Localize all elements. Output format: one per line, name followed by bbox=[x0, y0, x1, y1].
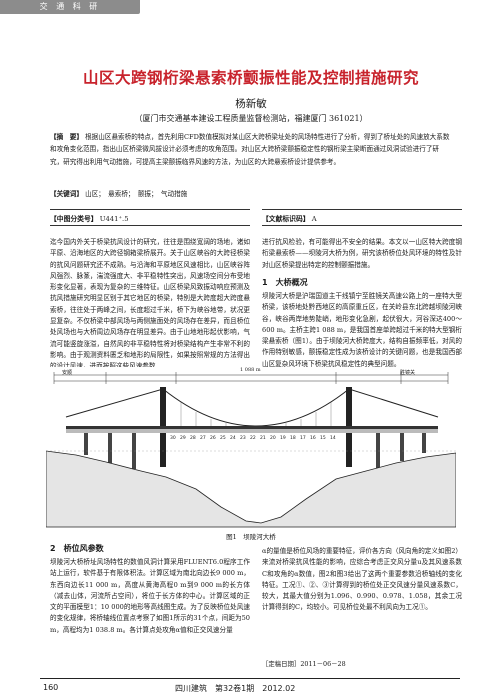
svg-text:25: 25 bbox=[220, 435, 226, 441]
page-number: 160 bbox=[43, 683, 59, 692]
abstract: 【摘 要】 根据山区悬索桥的特点，首先利用CFD数值模拟对某山区大跨桥梁址处的风… bbox=[50, 131, 452, 168]
body-left-para1: 迄今国内外关于桥梁抗风设计的研究，往往是围绕宽阔的场地，诸如平原、沿海地区的大跨… bbox=[50, 238, 250, 371]
divider bbox=[262, 225, 462, 226]
divider bbox=[262, 209, 462, 210]
figure-label-left: 安顺 bbox=[62, 370, 73, 376]
classification-left: 【中图分类号】 U441⁺.5 bbox=[50, 213, 129, 223]
svg-text:23: 23 bbox=[240, 435, 246, 441]
svg-text:29: 29 bbox=[180, 435, 186, 441]
svg-text:24: 24 bbox=[230, 435, 236, 441]
body-right-para2: 坝陵河大桥是沪瑞国道主干线镇宁至胜镜关高速公路上的一座特大型桥梁，该桥地处黔西地… bbox=[262, 292, 462, 368]
figure-label-right: 胜镜关 bbox=[400, 370, 416, 376]
svg-text:26: 26 bbox=[210, 435, 216, 441]
svg-text:22: 22 bbox=[250, 435, 256, 441]
svg-text:14: 14 bbox=[330, 435, 336, 441]
section-tag-bar bbox=[0, 0, 140, 14]
section-tag: 交 通 科 研 bbox=[39, 2, 101, 11]
affiliation: （厦门市交通基本建设工程质量监督检测站，福建厦门 361021） bbox=[134, 114, 368, 123]
bridge-elevation-figure: 30 29 28 27 26 25 24 23 22 21 20 19 18 17 16 15 14 bbox=[46, 367, 456, 528]
body-left-para2: 坝陵河大桥桥址风场特性的数值风洞计算采用FLUENT6.0程序工作站上运行，软件… bbox=[50, 558, 250, 634]
figure-caption: 图1 坝陵河大桥 bbox=[226, 533, 276, 541]
svg-text:19: 19 bbox=[280, 435, 286, 441]
clc-label: 【中图分类号】 bbox=[50, 215, 98, 223]
section-heading-1: 1 大桥概况 bbox=[262, 278, 308, 287]
keywords-text: 山区； 悬索桥； 颤振； 气动措施 bbox=[85, 190, 188, 198]
svg-text:20: 20 bbox=[270, 435, 276, 441]
divider bbox=[50, 225, 250, 226]
svg-text:16: 16 bbox=[310, 435, 316, 441]
footer-divider bbox=[40, 678, 460, 679]
doc-code-value: A bbox=[311, 215, 317, 223]
svg-text:30: 30 bbox=[170, 435, 176, 441]
journal-info: 四川建筑 第32卷1期 2012.02 bbox=[175, 684, 296, 693]
abstract-label: 【摘 要】 bbox=[50, 133, 83, 141]
keywords-label: 【关键词】 bbox=[50, 190, 83, 198]
svg-text:21: 21 bbox=[260, 435, 266, 441]
doc-code-label: 【文献标识码】 bbox=[262, 215, 310, 223]
received-date: ［定稿日期］2011－06－28 bbox=[262, 660, 346, 668]
svg-text:28: 28 bbox=[190, 435, 196, 441]
svg-text:15: 15 bbox=[320, 435, 326, 441]
svg-text:18: 18 bbox=[290, 435, 296, 441]
svg-text:17: 17 bbox=[300, 435, 306, 441]
body-right-para1: 进行抗风检验，有可能得出不安全的结果。本文以一山区特大跨度钢桁梁悬索桥——坝陵河… bbox=[262, 238, 462, 269]
classification-right: 【文献标识码】 A bbox=[262, 213, 317, 223]
section-heading-2: 2 桥位风参数 bbox=[50, 544, 104, 553]
clc-value: U441⁺.5 bbox=[99, 215, 129, 223]
article-title: 山区大跨钢桁梁悬索桥颤振性能及控制措施研究 bbox=[82, 69, 419, 87]
body-right-para3: α的量值是桥位风场的重要特征，评价各方向（风向角的定义如图2）来流对桥梁抗风性能… bbox=[262, 547, 462, 612]
divider bbox=[50, 209, 250, 210]
figure-dim-top: 1 088 m bbox=[240, 367, 261, 373]
abstract-text: 根据山区悬索桥的特点，首先利用CFD数值模拟对某山区大跨桥梁址处的风场特性进行了… bbox=[50, 133, 450, 166]
author: 杨新敏 bbox=[235, 98, 267, 110]
svg-text:27: 27 bbox=[200, 435, 206, 441]
keywords: 【关键词】 山区； 悬索桥； 颤振； 气动措施 bbox=[50, 189, 452, 200]
